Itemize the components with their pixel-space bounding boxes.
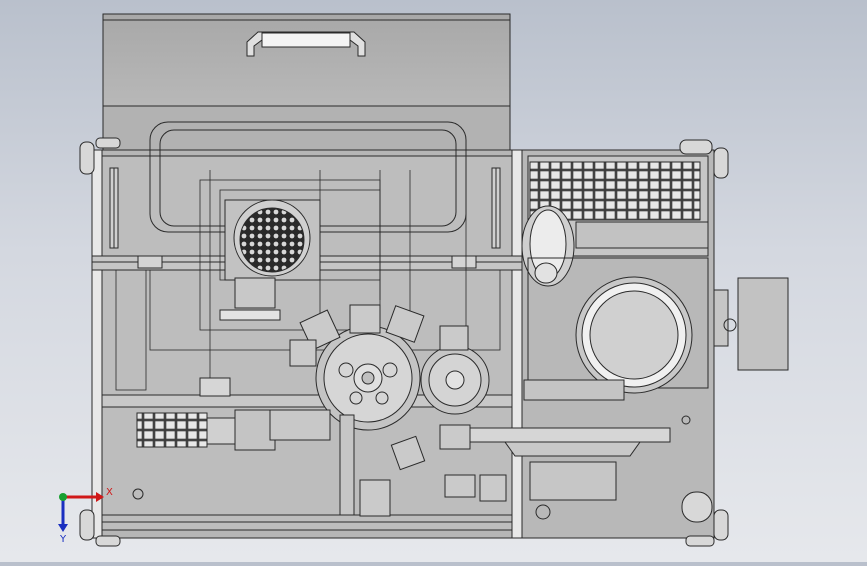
fan-grille: [219, 199, 321, 321]
motor: [132, 377, 507, 517]
z-axis-dot: [59, 493, 67, 501]
control-panel: [469, 149, 789, 539]
x-axis-arrow: [63, 492, 104, 502]
y-axis-label: Y: [59, 534, 67, 545]
rotary-indexer: [289, 304, 490, 471]
caster-wheels: [79, 137, 729, 547]
top-cover: [102, 13, 511, 107]
y-axis-arrow: [58, 497, 68, 532]
x-axis-label: X: [106, 487, 113, 498]
